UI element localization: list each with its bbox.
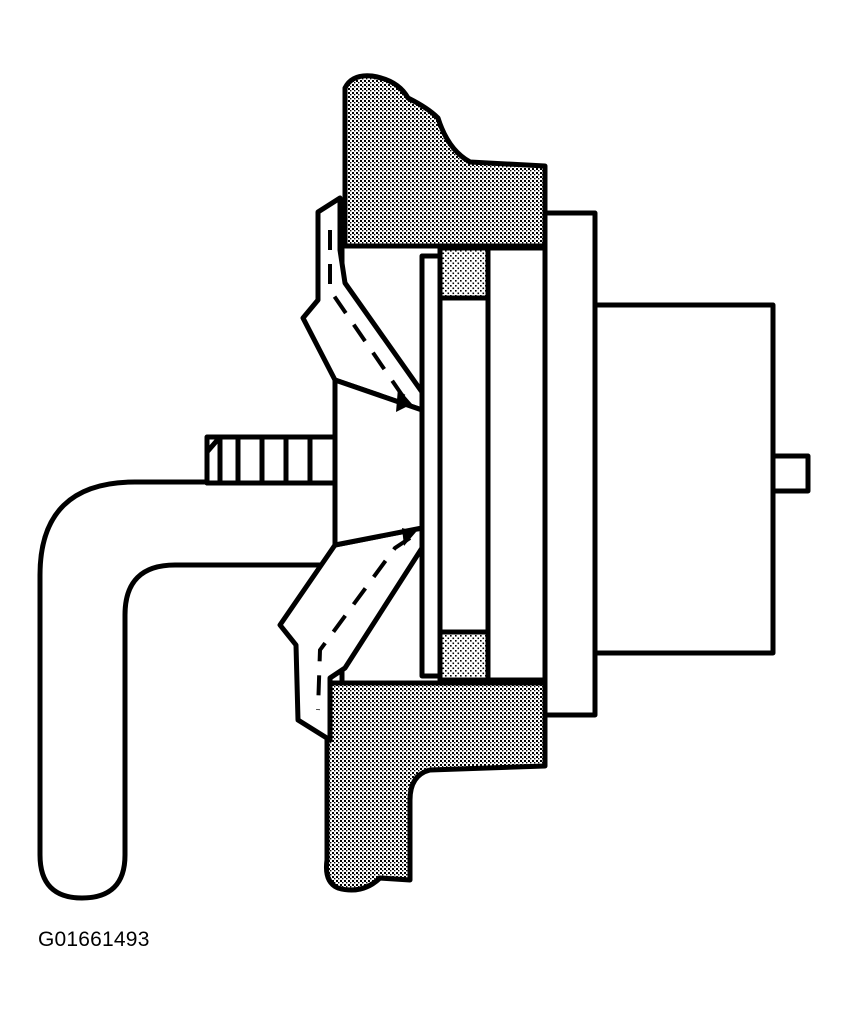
outer-disc-plate <box>485 245 548 683</box>
upper-housing-casting <box>342 73 548 249</box>
mounting-flange <box>542 210 598 718</box>
figure-reference-code: G01661493 <box>38 928 150 951</box>
motor-body <box>592 302 776 656</box>
thin-diaphragm <box>419 253 443 679</box>
flow-arrow-upper-icon <box>396 388 412 412</box>
threaded-fitting-cap <box>204 434 223 486</box>
upper-seal-ring <box>437 245 491 301</box>
motor-shaft <box>770 453 811 494</box>
lower-housing-casting <box>324 680 548 893</box>
flow-arrow-lower-icon <box>402 528 416 546</box>
bent-outlet-tube <box>37 479 343 901</box>
lower-seal-ring <box>437 629 491 683</box>
inner-disc-plate <box>437 295 491 635</box>
threaded-fitting <box>204 434 340 486</box>
central-inlet-chamber <box>332 377 425 548</box>
flow-path-lower-dashed <box>316 536 412 711</box>
lower-flow-channel <box>277 525 425 743</box>
upper-flow-channel <box>300 195 425 413</box>
